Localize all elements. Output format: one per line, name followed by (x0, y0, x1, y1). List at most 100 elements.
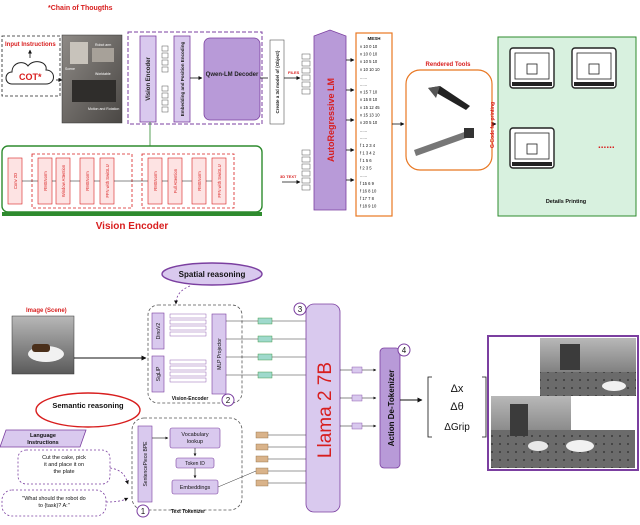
cot-cloud (5, 61, 54, 85)
mesh-line: ...... (360, 135, 367, 140)
mesh-line: f 15 6 9 (360, 181, 375, 186)
robot-arm-photo-top (560, 344, 580, 370)
sentencepiece-block (137, 425, 153, 503)
robot-photo-bottom-table (491, 430, 635, 468)
ve-block-label: Window Attention (61, 164, 66, 197)
scene-label-0: Robot arm (95, 43, 111, 47)
semantic-reasoning-bubble (35, 392, 141, 428)
badge-4-label: 4 (402, 346, 407, 355)
printer-icon (509, 47, 555, 89)
ve-block-label: RMSNorm (153, 171, 158, 191)
ve-block-label: FFN with SwiGLU (217, 164, 222, 197)
plate-photo-top (602, 381, 626, 391)
mesh-line: v 20 5 10 (360, 120, 378, 125)
text-token-connectors (217, 434, 306, 488)
cake-photo-bottom (528, 441, 548, 451)
instruction-text-box (17, 449, 111, 485)
scene-parts (72, 80, 116, 102)
vision-encoder-vertical-label: Vision Encoder (146, 57, 152, 101)
mesh-title: MESH (367, 36, 380, 41)
vision-patch-tokens (169, 313, 207, 383)
siglip-block (151, 355, 165, 393)
qwen-decoder-block (203, 37, 261, 121)
delta-x: Δx (451, 383, 464, 395)
printer-icons (509, 47, 617, 169)
input-token-stack (301, 53, 311, 191)
mesh-line: v 15 12 45 (360, 105, 380, 110)
badge-3-label: 3 (298, 305, 303, 314)
vision-encoder-label: Vision-Encoder (172, 396, 209, 402)
worktable-figure (92, 48, 114, 62)
badge-4 (397, 343, 411, 357)
vision-encoder-region (147, 304, 243, 404)
projected-visual-tokens (257, 317, 273, 379)
text-tokenizer-region (131, 417, 243, 511)
ve-block (211, 157, 227, 205)
action-token-cells (351, 366, 363, 430)
ve-block-label: Full Attention (173, 168, 178, 193)
mesh-line: v 15 13 10 (360, 112, 380, 117)
embeddings-label: Embeddings (180, 485, 211, 491)
mesh-line: ...... (360, 128, 367, 133)
cot-header: *Chain of Thougths (48, 5, 113, 12)
mesh-line: f 1 3 4 2 (360, 150, 376, 155)
create-3d-model-label: Create a 3d model of {Object} (275, 50, 280, 113)
scene-cake (32, 344, 50, 352)
mesh-line: f 17 7 8 (360, 196, 375, 201)
text-token-cells (255, 431, 269, 487)
badge-2 (221, 393, 235, 407)
printing-dots: ...... (598, 140, 615, 151)
mesh-line: ...... (360, 173, 367, 178)
mesh-line: f 2 3 5 (360, 166, 372, 171)
rendered-tool-1 (428, 86, 470, 110)
mesh-line: ...... (360, 82, 367, 87)
mesh-line: f 18 9 10 (360, 204, 377, 209)
printer-icon (509, 127, 555, 169)
mesh-line: f 1 2 3 4 (360, 143, 376, 148)
badge-3 (293, 302, 307, 316)
vector-right-bracket (482, 376, 487, 438)
delta-grip: ΔGrip (444, 422, 470, 433)
autoregressive-lm-label: AutoRegressive LM (326, 78, 336, 162)
mesh-line: v 10 5 10 (360, 59, 378, 64)
ve-block-label: FFN with SwiGLU (105, 164, 110, 197)
delta-theta: Δθ (450, 401, 463, 413)
create-3d-model-box (269, 39, 285, 125)
robot-arm-figure (70, 42, 88, 64)
mesh-line: f 16 8 10 (360, 188, 377, 193)
vision-encoder-underline (2, 212, 262, 216)
details-printing-label: Details Printing (546, 199, 586, 205)
mesh-line: v 10 0 10 (360, 44, 378, 49)
vision-encoder-title: Vision Encoder (96, 221, 169, 232)
vector-left-bracket (427, 376, 432, 438)
bottom-pipeline: Spatial reasoning Image (Scene) Vision-E… (0, 262, 639, 518)
qwen-label: Qwen-LM Decoder (206, 72, 259, 78)
badge-1 (136, 504, 150, 518)
badge-2-label: 2 (226, 396, 231, 405)
mesh-line: v 10 10 10 (360, 67, 380, 72)
dinov2-label: DinoV2 (156, 323, 162, 340)
printer-icon (571, 47, 617, 89)
rendered-tools-label: Rendered Tools (426, 62, 472, 68)
ve-block-label: RMSNorm (43, 171, 48, 191)
gcode-label: G-Code for printing (490, 102, 496, 148)
embedding-vertical-label: Embedding and Position Encoding (180, 42, 185, 117)
input-instructions-box (1, 35, 61, 97)
mesh-listing-box (355, 32, 393, 217)
token-id-label: Token ID (185, 461, 205, 467)
mesh-line: v 10 0 10 (360, 52, 378, 57)
mesh-lines: v 10 0 10 v 10 0 10 v 10 5 10 v 10 10 10...… (360, 44, 380, 209)
projector-connectors (226, 320, 306, 376)
prompt-template-box (1, 489, 107, 517)
mesh-line: v 15 8 10 (360, 97, 378, 102)
sentencepiece-label: SentencePiece BPE (143, 441, 149, 487)
badge-1-label: 1 (141, 507, 146, 516)
scene-label-1: Scene (65, 67, 75, 71)
rendered-tool-2 (414, 128, 474, 156)
spatial-reasoning-bubble (161, 262, 263, 286)
semantic-reasoning-label: Semantic reasoning (52, 401, 124, 410)
